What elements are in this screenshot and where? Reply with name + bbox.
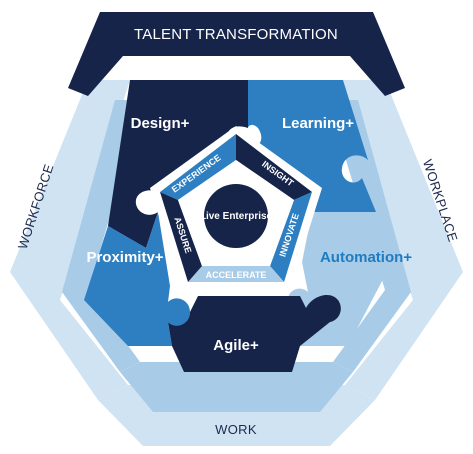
design-label: Design+: [131, 115, 190, 132]
live-enterprise-circle: [204, 184, 268, 248]
agile-label: Agile+: [213, 337, 259, 354]
proximity-label: Proximity+: [86, 249, 163, 266]
puzzle-piece-design: [108, 80, 251, 248]
puzzle-piece-proximity: [84, 212, 190, 346]
talent-transformation-banner: [68, 12, 405, 96]
puzzle-piece-agile: [168, 294, 341, 372]
accelerate-label: ACCELERATE: [206, 270, 267, 280]
core-segment-insight: [236, 134, 312, 200]
inner-ring-bottom-band: [120, 362, 353, 412]
talent-transformation-label: TALENT TRANSFORMATION: [134, 26, 338, 43]
live-enterprise-label: Live Enterprise: [200, 211, 273, 222]
core-segment-innovate: [270, 192, 312, 282]
core-segment-assure: [160, 192, 202, 282]
work-label: WORK: [215, 422, 257, 437]
core-segment-experience: [160, 134, 236, 200]
core-segment-accelerate: [188, 266, 284, 282]
puzzle-piece-learning: [248, 80, 376, 212]
learning-label: Learning+: [282, 115, 354, 132]
automation-label: Automation+: [320, 249, 412, 266]
